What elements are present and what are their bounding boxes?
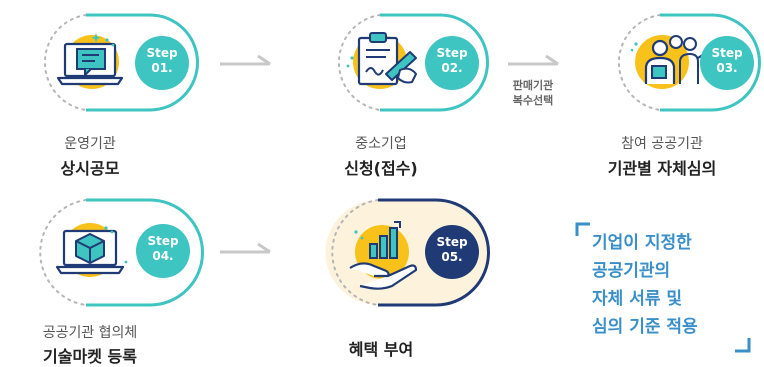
step-badge-text-4: Step 04. <box>138 234 188 264</box>
step-badge-text-3: Step 03. <box>702 46 752 76</box>
step-4-subtitle: 공공기관 협의체 <box>42 325 138 341</box>
step-badge-text-2: Step 02. <box>427 46 477 76</box>
callout-text: 기업이 지정한 공공기관의 자체 서류 및 심의 기준 적용 <box>592 229 742 341</box>
team-review-icon <box>630 35 711 89</box>
step-badge-5 <box>425 225 479 279</box>
arrow-note-line-1: 판매기관 <box>512 79 554 92</box>
callout-line-2: 공공기관의 <box>592 261 671 281</box>
step-2-subtitle: 중소기업 <box>355 136 407 152</box>
arrow-2-to-3 <box>508 54 559 66</box>
step-2 <box>337 13 489 112</box>
step-5 <box>325 198 490 307</box>
step-badge-number: 02. <box>441 61 463 75</box>
step-badge-number: 03. <box>716 61 738 75</box>
step-badge-3 <box>700 36 754 90</box>
step-4-title: 기술마켓 등록 <box>43 347 137 366</box>
arrow-4-to-5 <box>220 242 271 254</box>
callout-line-3: 자체 서류 및 <box>592 289 683 309</box>
clipboard-sign-icon <box>346 32 417 89</box>
step-badge-2 <box>425 36 479 90</box>
step-badge-number: 01. <box>151 61 173 75</box>
callout-bracket-bottom-right <box>735 338 751 353</box>
step-3-title: 기관별 자체심의 <box>607 159 717 178</box>
step-badge-word: Step <box>147 234 179 248</box>
step-1 <box>43 13 199 112</box>
step-badge-number: 05. <box>441 250 463 264</box>
step-4 <box>39 198 204 307</box>
step-badge-word: Step <box>711 46 743 60</box>
step-badge-text-1: Step 01. <box>137 46 187 76</box>
step-badge-word: Step <box>146 46 178 60</box>
callout-line-1: 기업이 지정한 <box>592 233 692 253</box>
arrow-note-line-2: 복수선택 <box>512 94 554 107</box>
callout-line-4: 심의 기준 적용 <box>592 317 698 337</box>
step-3 <box>617 13 761 112</box>
step-badge-text-5: Step 05. <box>427 235 477 265</box>
laptop-cube-icon <box>55 223 128 277</box>
step-badge-4 <box>136 224 190 278</box>
step-badge-number: 04. <box>152 249 174 263</box>
arrow-1-to-2 <box>220 54 271 66</box>
step-1-title: 상시공모 <box>60 159 120 178</box>
step-2-title: 신청(접수) <box>344 159 418 178</box>
callout-bracket-top-left <box>575 222 590 236</box>
step-badge-word: Step <box>436 46 468 60</box>
step-3-subtitle: 참여 공공기관 <box>621 136 703 152</box>
laptop-chat-icon <box>56 33 124 89</box>
hand-growth-icon <box>349 221 418 290</box>
arrow-note: 판매기관 복수선택 <box>493 78 573 108</box>
step-5-title: 혜택 부여 <box>348 340 414 359</box>
step-badge-word: Step <box>436 235 468 249</box>
step-badge-1 <box>135 36 189 90</box>
step-1-subtitle: 운영기관 <box>64 136 116 152</box>
